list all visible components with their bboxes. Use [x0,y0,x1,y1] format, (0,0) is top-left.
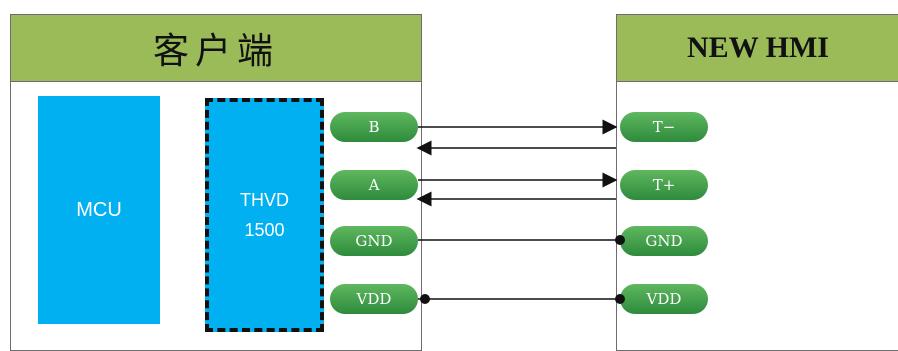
pin-t-minus: T− [620,112,708,142]
customer-title: 客户端 [152,31,279,72]
mcu-block: MCU [38,96,160,324]
pin-gnd-right: GND [620,226,708,256]
vdd-left-dot [420,294,430,304]
transceiver-block: THVD 1500 [205,98,324,332]
pin-vdd-left: VDD [330,284,418,314]
pin-t-plus: T+ [620,170,708,200]
pin-vdd-right: VDD [620,284,708,314]
hmi-title: NEW HMI [687,31,829,64]
hmi-header: NEW HMI [616,14,898,82]
chip-label-line2: 1500 [244,220,285,240]
pin-a: A [330,170,418,200]
pin-gnd-left: GND [330,226,418,256]
customer-header: 客户端 [10,14,422,82]
mcu-label: MCU [76,198,122,221]
vdd-right-dot [615,294,625,304]
pin-b: B [330,112,418,142]
gnd-junction-dot [615,235,625,245]
chip-label-line1: THVD [240,190,289,210]
